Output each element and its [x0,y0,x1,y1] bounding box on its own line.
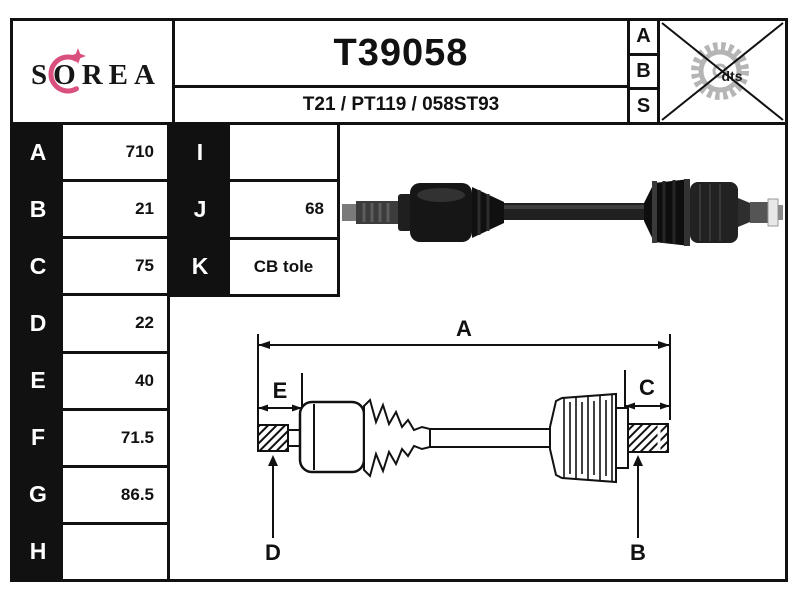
spec-letter: B [13,182,63,237]
dim-label-overall: A [456,316,472,341]
spec-letter: F [13,410,63,465]
aux-letter: I [170,125,230,180]
table-row: D 22 [13,296,167,354]
axle-photo-left-stub [342,201,400,224]
table-row: K CB tole [170,239,337,294]
spec-letter: D [13,296,63,351]
table-row: I [170,125,337,183]
shaft [429,428,551,448]
spec-value: 21 [135,199,154,219]
aux-letter: K [170,239,230,294]
axle-photo-right-boot [644,179,690,246]
spec-letter: E [13,353,63,408]
table-row: H [13,524,167,579]
sparkle-icon [69,47,86,64]
aux-value: 68 [305,199,324,219]
axle-photo-right-joint [690,182,783,243]
dim-label-left-spline: D [265,540,281,565]
divider-abs-right [657,21,660,122]
spec-value: 75 [135,256,154,276]
divider-logo [172,21,175,122]
leader-right-spline [633,455,643,538]
outer-frame [10,18,788,582]
aux-table: I J 68 K CB tole [170,125,340,297]
dim-label-right-spline: B [630,540,646,565]
spec-table: A 710 B 21 C 75 D 22 E 40 F 71.5 G 86.5 … [13,125,170,579]
spec-value: 71.5 [120,427,154,447]
brand-text: SOREA [31,59,161,91]
leader-left-spline [268,455,278,538]
spec-value: 710 [125,142,154,162]
stamp-art: dts [661,22,784,121]
cross-icon [661,22,784,121]
right-spline [627,423,669,453]
divider-header [13,122,785,125]
abs-letter-b: B [630,56,657,91]
spec-value: 86.5 [120,484,154,504]
table-row: F 71.5 [13,410,167,468]
stamp-box: dts [660,21,785,122]
gear-icon [691,42,749,100]
stamp-text: dts [722,68,743,84]
dim-label-left-joint: E [273,378,288,403]
table-row: C 75 [13,239,167,297]
divider-title [175,85,627,88]
axle-diagram: A E C [257,316,671,565]
aux-value [230,125,337,179]
left-boot [363,398,431,478]
swoosh-icon [48,54,79,93]
spec-letter: A [13,125,63,180]
spec-value: 40 [135,370,154,390]
abs-letter-s: S [636,94,651,117]
spec-value: 22 [135,313,154,333]
axle-outline [257,392,669,484]
table-row: A 710 [13,125,167,183]
dim-label-right-joint: C [639,375,655,400]
abs-letter-a: A [630,21,657,56]
axle-photo-shaft [504,203,644,220]
brand-logo-art: SOREA [31,47,161,93]
aux-letter: J [170,182,230,237]
spec-letter: G [13,467,63,522]
table-row: J 68 [170,182,337,240]
table-row: E 40 [13,353,167,411]
spec-letter: H [13,524,63,579]
spec-letter: C [13,239,63,294]
left-joint-housing [298,400,366,474]
divider-abs-left [627,21,630,122]
left-spline [257,424,289,452]
table-row: G 86.5 [13,467,167,525]
right-joint-housing [615,407,629,469]
reference-code: T21 / PT119 / 058ST93 [302,94,500,115]
part-number: T39058 [333,31,469,74]
table-row: B 21 [13,182,167,240]
axle-photo-left-joint [398,183,504,242]
aux-value: CB tole [253,256,314,276]
abs-letter-column: A B S [630,21,657,122]
axle-photo [342,179,783,246]
brand-logo: SOREA [13,21,172,122]
spec-value [63,525,167,579]
